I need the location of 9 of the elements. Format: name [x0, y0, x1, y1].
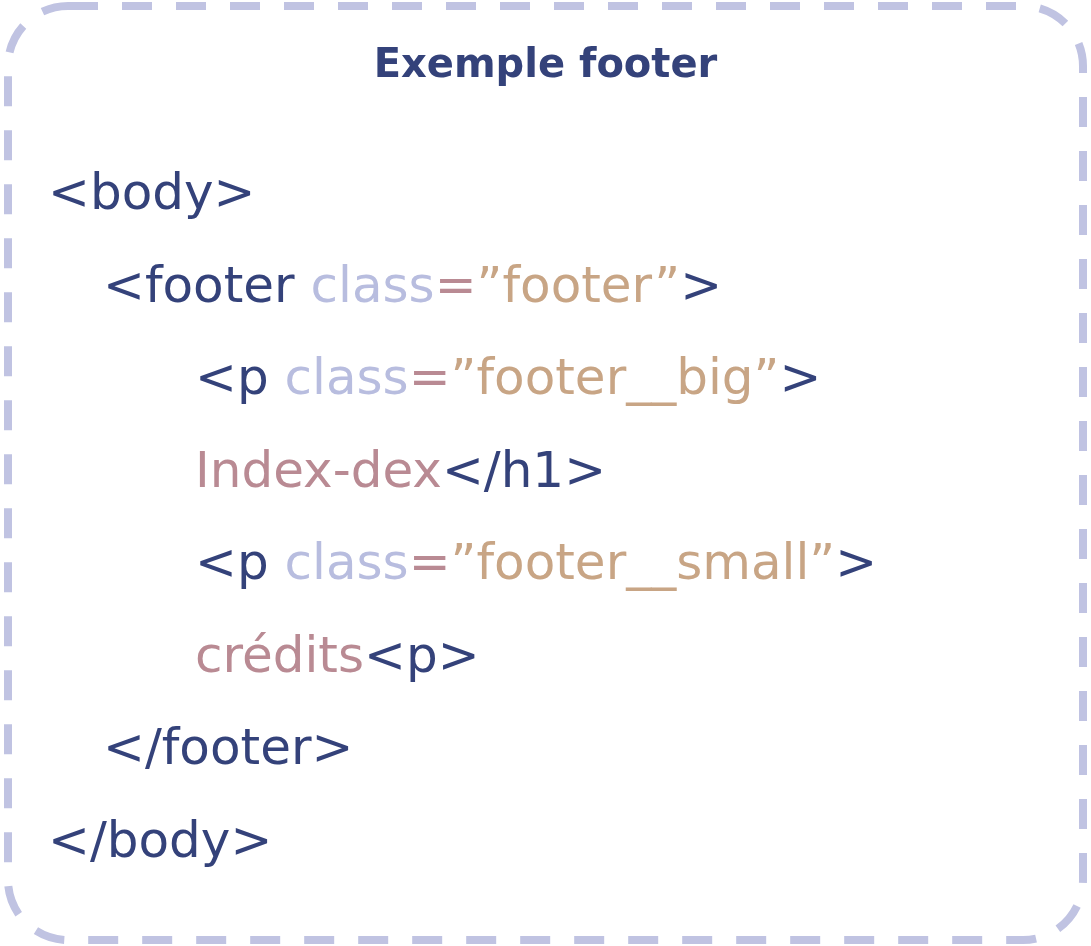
code-line: <footer class=”footer”> [103, 254, 723, 315]
code-line: <p class=”footer__big”> [195, 347, 822, 407]
diagram-title: Exemple footer [372, 40, 719, 86]
code-line: </footer> [103, 717, 354, 777]
code-line: </body> [48, 809, 273, 870]
code-line: <p class=”footer__small”> [195, 532, 878, 592]
code-line: <body> [48, 162, 256, 222]
code-line: Index-dex</h1> [195, 439, 607, 500]
code-line: crédits<p> [195, 624, 480, 685]
